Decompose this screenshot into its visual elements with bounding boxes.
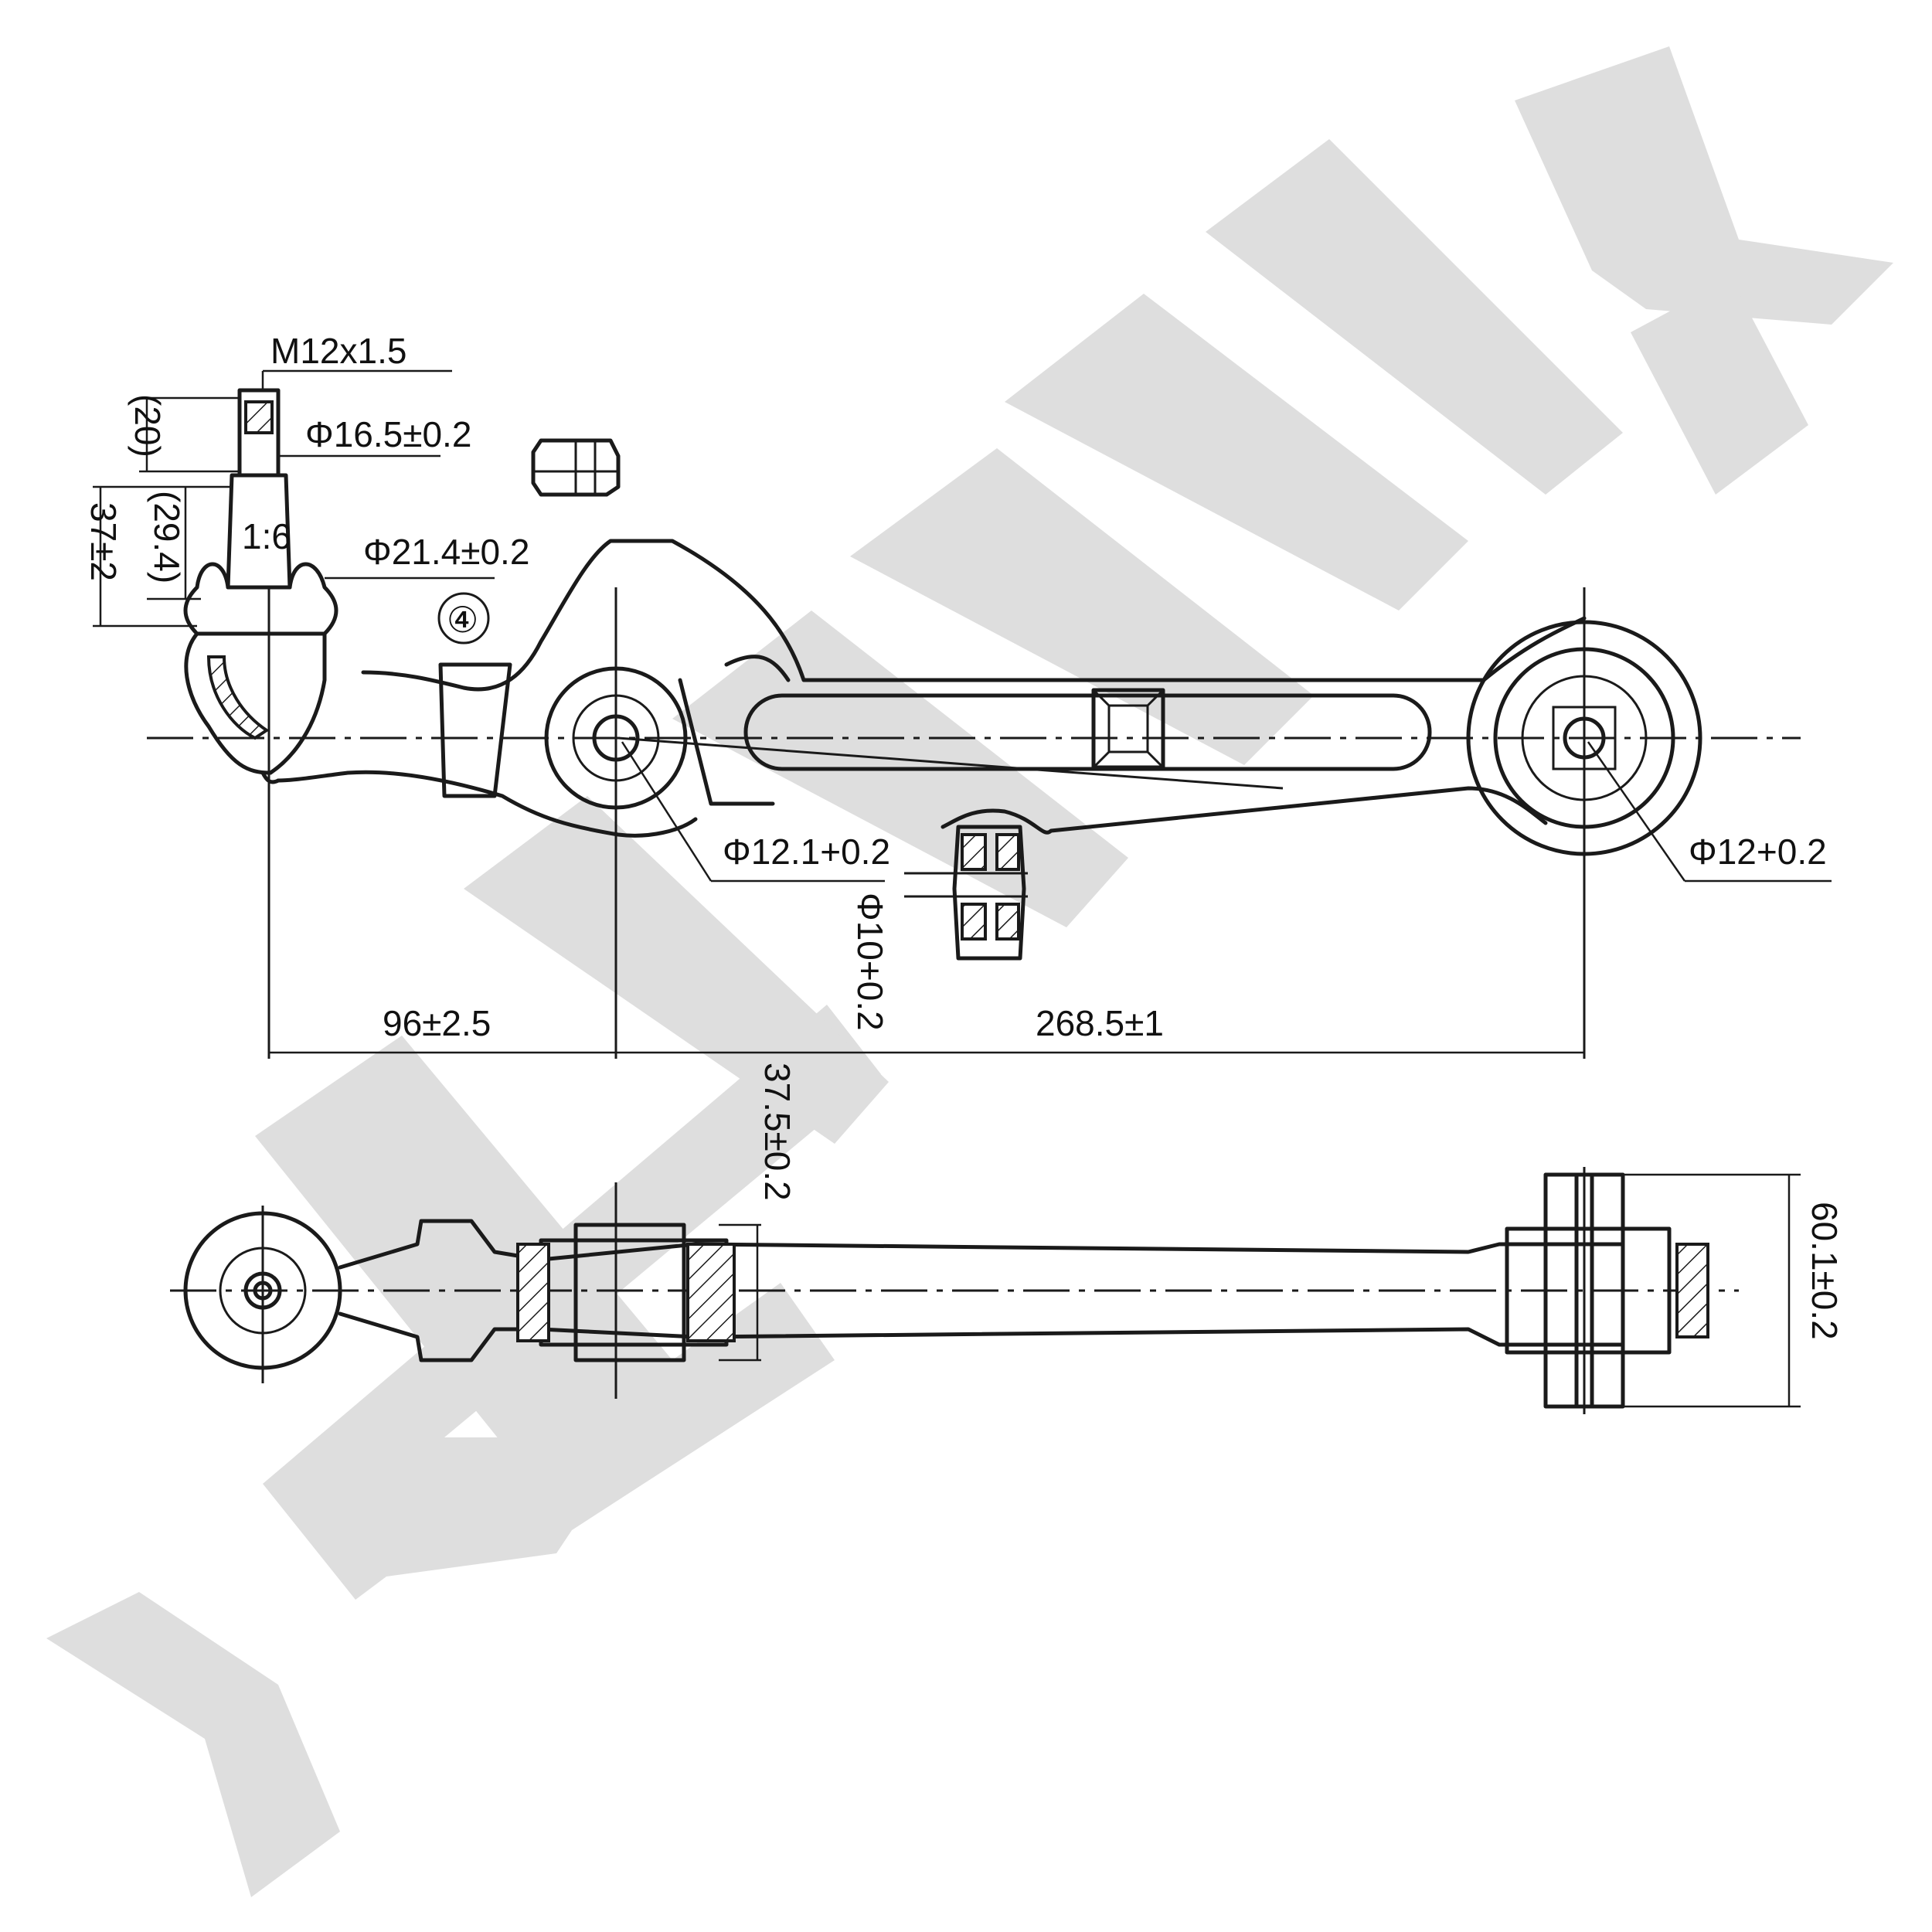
label-taper: 1:6 bbox=[242, 516, 291, 556]
label-boot-dia: Φ21.4±0.2 bbox=[363, 532, 529, 572]
arm-body-top bbox=[276, 539, 1702, 1059]
label-dim-268: 268.5±1 bbox=[1036, 1003, 1164, 1043]
arm-pad bbox=[1091, 688, 1165, 770]
label-callout: ④ bbox=[447, 600, 478, 640]
label-thread: M12x1.5 bbox=[270, 331, 406, 371]
dimension-labels: M12x1.5 Φ16.5±0.2 1:6 Φ21.4±0.2 ④ (20) (… bbox=[83, 331, 1845, 1340]
watermark-stroke-4 bbox=[1005, 294, 1468, 611]
label-dim-20: (20) bbox=[128, 394, 168, 457]
label-dim-37: 37±2 bbox=[83, 502, 124, 581]
watermark-stroke-3 bbox=[850, 448, 1314, 765]
watermark-stroke-1 bbox=[464, 796, 889, 1144]
label-ballstud-dia: Φ16.5±0.2 bbox=[305, 414, 471, 454]
hex-nut-icon bbox=[531, 438, 621, 497]
label-hole-dia: Φ10+0.2 bbox=[850, 893, 890, 1031]
watermark-k-leg bbox=[1631, 278, 1808, 495]
label-dim-29-4: (29.4) bbox=[147, 491, 187, 583]
callout-circle bbox=[437, 592, 490, 645]
label-bushing1-dia: Φ12.1+0.2 bbox=[723, 832, 890, 872]
label-dim-96: 96±2.5 bbox=[383, 1003, 491, 1043]
ball-joint-boot bbox=[183, 562, 338, 636]
arm-body-bottom bbox=[183, 1167, 1801, 1414]
watermark-logo bbox=[46, 46, 1893, 1897]
arm-slot bbox=[743, 693, 1432, 771]
ball-joint-housing bbox=[184, 631, 327, 775]
label-dim-60-1: 60.1±0.2 bbox=[1804, 1202, 1845, 1340]
end-bushing-body bbox=[1505, 1226, 1672, 1355]
watermark-stroke-5 bbox=[1206, 139, 1623, 495]
ball-joint bbox=[183, 388, 338, 1059]
watermark-chevron bbox=[46, 1592, 340, 1897]
label-bushing2-dia: Φ12+0.2 bbox=[1689, 832, 1827, 872]
watermark-letter-k bbox=[1515, 46, 1893, 325]
hole-section-detail bbox=[904, 825, 1028, 961]
dimensions-top bbox=[93, 369, 1832, 1054]
label-dim-37-5: 37.5±0.2 bbox=[757, 1063, 798, 1201]
